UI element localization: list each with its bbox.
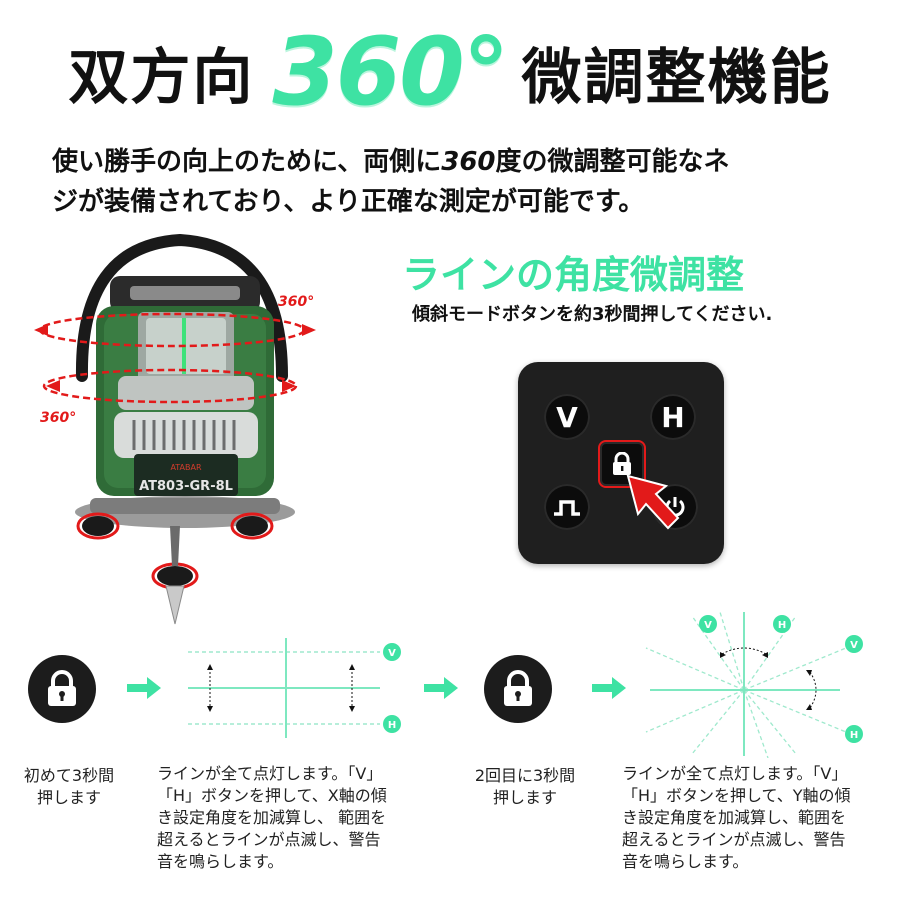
radial-dashed-lines [645, 611, 847, 758]
right-leveling-knob[interactable] [230, 512, 274, 540]
arrow-right-icon [424, 677, 458, 699]
v-marker-badge [383, 643, 401, 661]
intro-line-1-b: 度の微調整可能なネ [495, 147, 730, 177]
h-marker-badge [383, 715, 401, 733]
rotation-arrow-upper-tail [34, 324, 48, 336]
v-marker-text-right: V [850, 640, 858, 651]
pointer-arrow-icon [626, 474, 680, 530]
angle-label-top: 360° [278, 294, 314, 310]
h-marker-text: H [388, 720, 396, 731]
pulse-icon [554, 500, 580, 516]
h-marker-badge [773, 615, 791, 633]
arrow-right-icon [592, 677, 626, 699]
h-marker-text: H [778, 620, 786, 631]
caption-line: 押します [36, 788, 101, 807]
caption-line: 初めて3秒間 [23, 766, 115, 785]
laser-level-illustration: ATABAR AT803-GR-8L 360° 360° [34, 233, 316, 625]
lock-icon [48, 670, 76, 706]
v-marker-badge-right [845, 635, 863, 653]
rotation-arrow-lower-tail [282, 380, 296, 392]
page-title: 双方向 360° 微調整機能 [0, 18, 900, 127]
v-marker-text: V [388, 648, 396, 659]
step4-caption: ラインが全て点灯します。「V」 「H」ボタンを押して、Y軸の傾 き設定角度を加減… [622, 763, 898, 873]
intro-paragraph: 使い勝手の向上のために、両側に360度の微調整可能なネ ジが装備されており、より… [52, 142, 872, 222]
caption-line: き設定角度を加減算し、範囲を [622, 808, 847, 827]
top-cap-window [130, 286, 240, 300]
brand-text: ATABAR [170, 463, 202, 472]
title-suffix: 微調整機能 [521, 42, 832, 113]
h-button[interactable]: H [650, 394, 696, 440]
caption-line: 「H」ボタンを押して、Y軸の傾 [622, 786, 851, 805]
rotation-arrow-lower-head [46, 380, 60, 392]
h-marker-text-right: H [850, 730, 858, 741]
model-text: AT803-GR-8L [139, 479, 233, 494]
v-button[interactable]: V [544, 394, 590, 440]
label-plate [134, 454, 238, 496]
bottom-leveling-knob[interactable] [151, 562, 199, 590]
caption-line: ラインが全て点灯します。「V」 [622, 764, 848, 783]
grille-slats [132, 420, 236, 450]
control-panel: V H [518, 362, 724, 564]
intro-line-1-a: 使い勝手の向上のために、両側に [52, 147, 442, 177]
step3-lock-badge [484, 655, 552, 723]
step3-caption: 2回目に3秒間 押します [470, 765, 580, 809]
lock-icon [613, 452, 631, 475]
left-leveling-knob[interactable] [76, 512, 120, 540]
caption-line: き設定角度を加減算し、 範囲を [157, 808, 387, 827]
title-prefix: 双方向 [68, 42, 255, 113]
step1-lock-badge [28, 655, 96, 723]
bumper-ring [118, 376, 254, 410]
tilt-range-arrow-right-heads [349, 664, 355, 712]
angle-label-bottom: 360° [40, 410, 76, 426]
caption-line: 超えるとラインが点滅し、警告 [622, 830, 846, 849]
spike-shaft [170, 526, 180, 566]
pulse-button[interactable] [544, 484, 590, 530]
h-marker-badge-right [845, 725, 863, 743]
caption-line: ラインが全て点灯します。「V」 [157, 764, 383, 783]
intro-line-2: ジが装備されており、より正確な測定が可能です。 [52, 187, 645, 217]
base-rim [90, 498, 280, 514]
caption-line: 音を鳴らします。 [622, 852, 749, 871]
v-marker-text: V [704, 620, 712, 631]
step1-caption: 初めて3秒間 押します [14, 765, 124, 809]
intro-line-1: 使い勝手の向上のために、両側に360度の微調整可能なネ [52, 142, 872, 182]
caption-line: 音を鳴らします。 [157, 852, 284, 871]
ground-spike [165, 585, 185, 625]
fine-adjust-heading: ラインの角度微調整 [402, 253, 745, 297]
front-grille [114, 412, 258, 458]
x-axis-line-diagram: V H [188, 638, 401, 738]
lock-icon [504, 670, 532, 706]
carry-handle [75, 233, 288, 382]
caption-line: 2回目に3秒間 [474, 766, 576, 785]
intro-line-1-num: 360 [441, 147, 496, 177]
caption-line: 超えるとラインが点滅し、警告 [157, 830, 381, 849]
fine-adjust-instruction: 傾斜モードボタンを約3秒間押してください. [412, 304, 773, 325]
y-axis-line-diagram: V H V H [645, 611, 863, 758]
title-number: 360° [272, 17, 509, 127]
caption-line: 「H」ボタンを押して、X軸の傾 [157, 786, 387, 805]
step2-caption: ラインが全て点灯します。「V」 「H」ボタンを押して、X軸の傾 き設定角度を加減… [157, 763, 447, 873]
tilt-range-arrow-left-heads [207, 664, 213, 712]
v-marker-badge [699, 615, 717, 633]
rotation-arrow-upper-head [302, 324, 316, 336]
caption-line: 押します [492, 788, 557, 807]
arrow-right-icon [127, 677, 161, 699]
